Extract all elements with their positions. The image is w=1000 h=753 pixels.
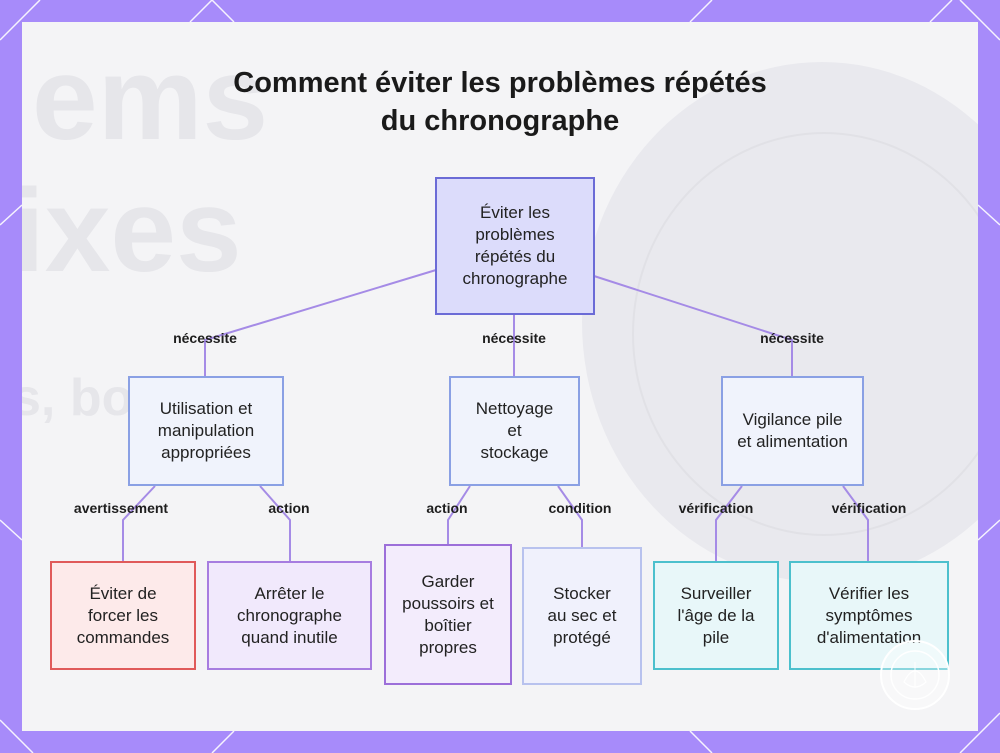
edge-usage-avoid — [122, 485, 156, 562]
edge-label-root-battery: nécessite — [760, 330, 824, 346]
background-word: ixes — [22, 165, 242, 297]
edge-root-battery — [593, 275, 793, 377]
diagram-title: Comment éviter les problèmes répétés du … — [0, 64, 1000, 140]
edge-root-usage — [204, 269, 437, 377]
edge-cleaning-keep — [447, 485, 471, 545]
edge-label-usage-stop: action — [268, 500, 310, 516]
title-line-1: Comment éviter les problèmes répétés — [233, 67, 767, 99]
edge-label-cleaning-keep: action — [426, 500, 468, 516]
edge-label-cleaning-store: condition — [548, 500, 612, 516]
node-stop-chrono: Arrêter le chronographe quand inutile — [207, 561, 372, 670]
node-battery: Vigilance pile et alimentation — [721, 376, 864, 486]
node-usage: Utilisation et manipulation appropriées — [128, 376, 284, 486]
background-word: ems — [32, 33, 269, 165]
edge-label-root-usage: nécessite — [173, 330, 237, 346]
edge-label-root-cleaning: nécessite — [482, 330, 546, 346]
watermark-logo-icon — [880, 640, 950, 710]
node-root: Éviter les problèmes répétés du chronogr… — [435, 177, 595, 315]
edge-usage-stop — [259, 485, 291, 562]
edge-battery-age — [715, 485, 743, 562]
watch-dial-ring-watermark — [632, 132, 978, 536]
node-battery-age: Surveiller l'âge de la pile — [653, 561, 779, 670]
edge-label-usage-avoid: avertissement — [73, 500, 169, 516]
edge-cleaning-store — [557, 485, 583, 548]
node-keep-clean: Garder poussoirs et boîtier propres — [384, 544, 512, 685]
node-avoid-force: Éviter de forcer les commandes — [50, 561, 196, 670]
title-line-2: du chronographe — [380, 105, 620, 137]
node-store-dry: Stocker au sec et protégé — [522, 547, 642, 685]
edge-label-battery-age: vérification — [678, 500, 754, 516]
node-cleaning: Nettoyage et stockage — [449, 376, 580, 486]
edge-label-battery-symptoms: vérification — [831, 500, 907, 516]
edge-battery-symptoms — [842, 485, 869, 562]
